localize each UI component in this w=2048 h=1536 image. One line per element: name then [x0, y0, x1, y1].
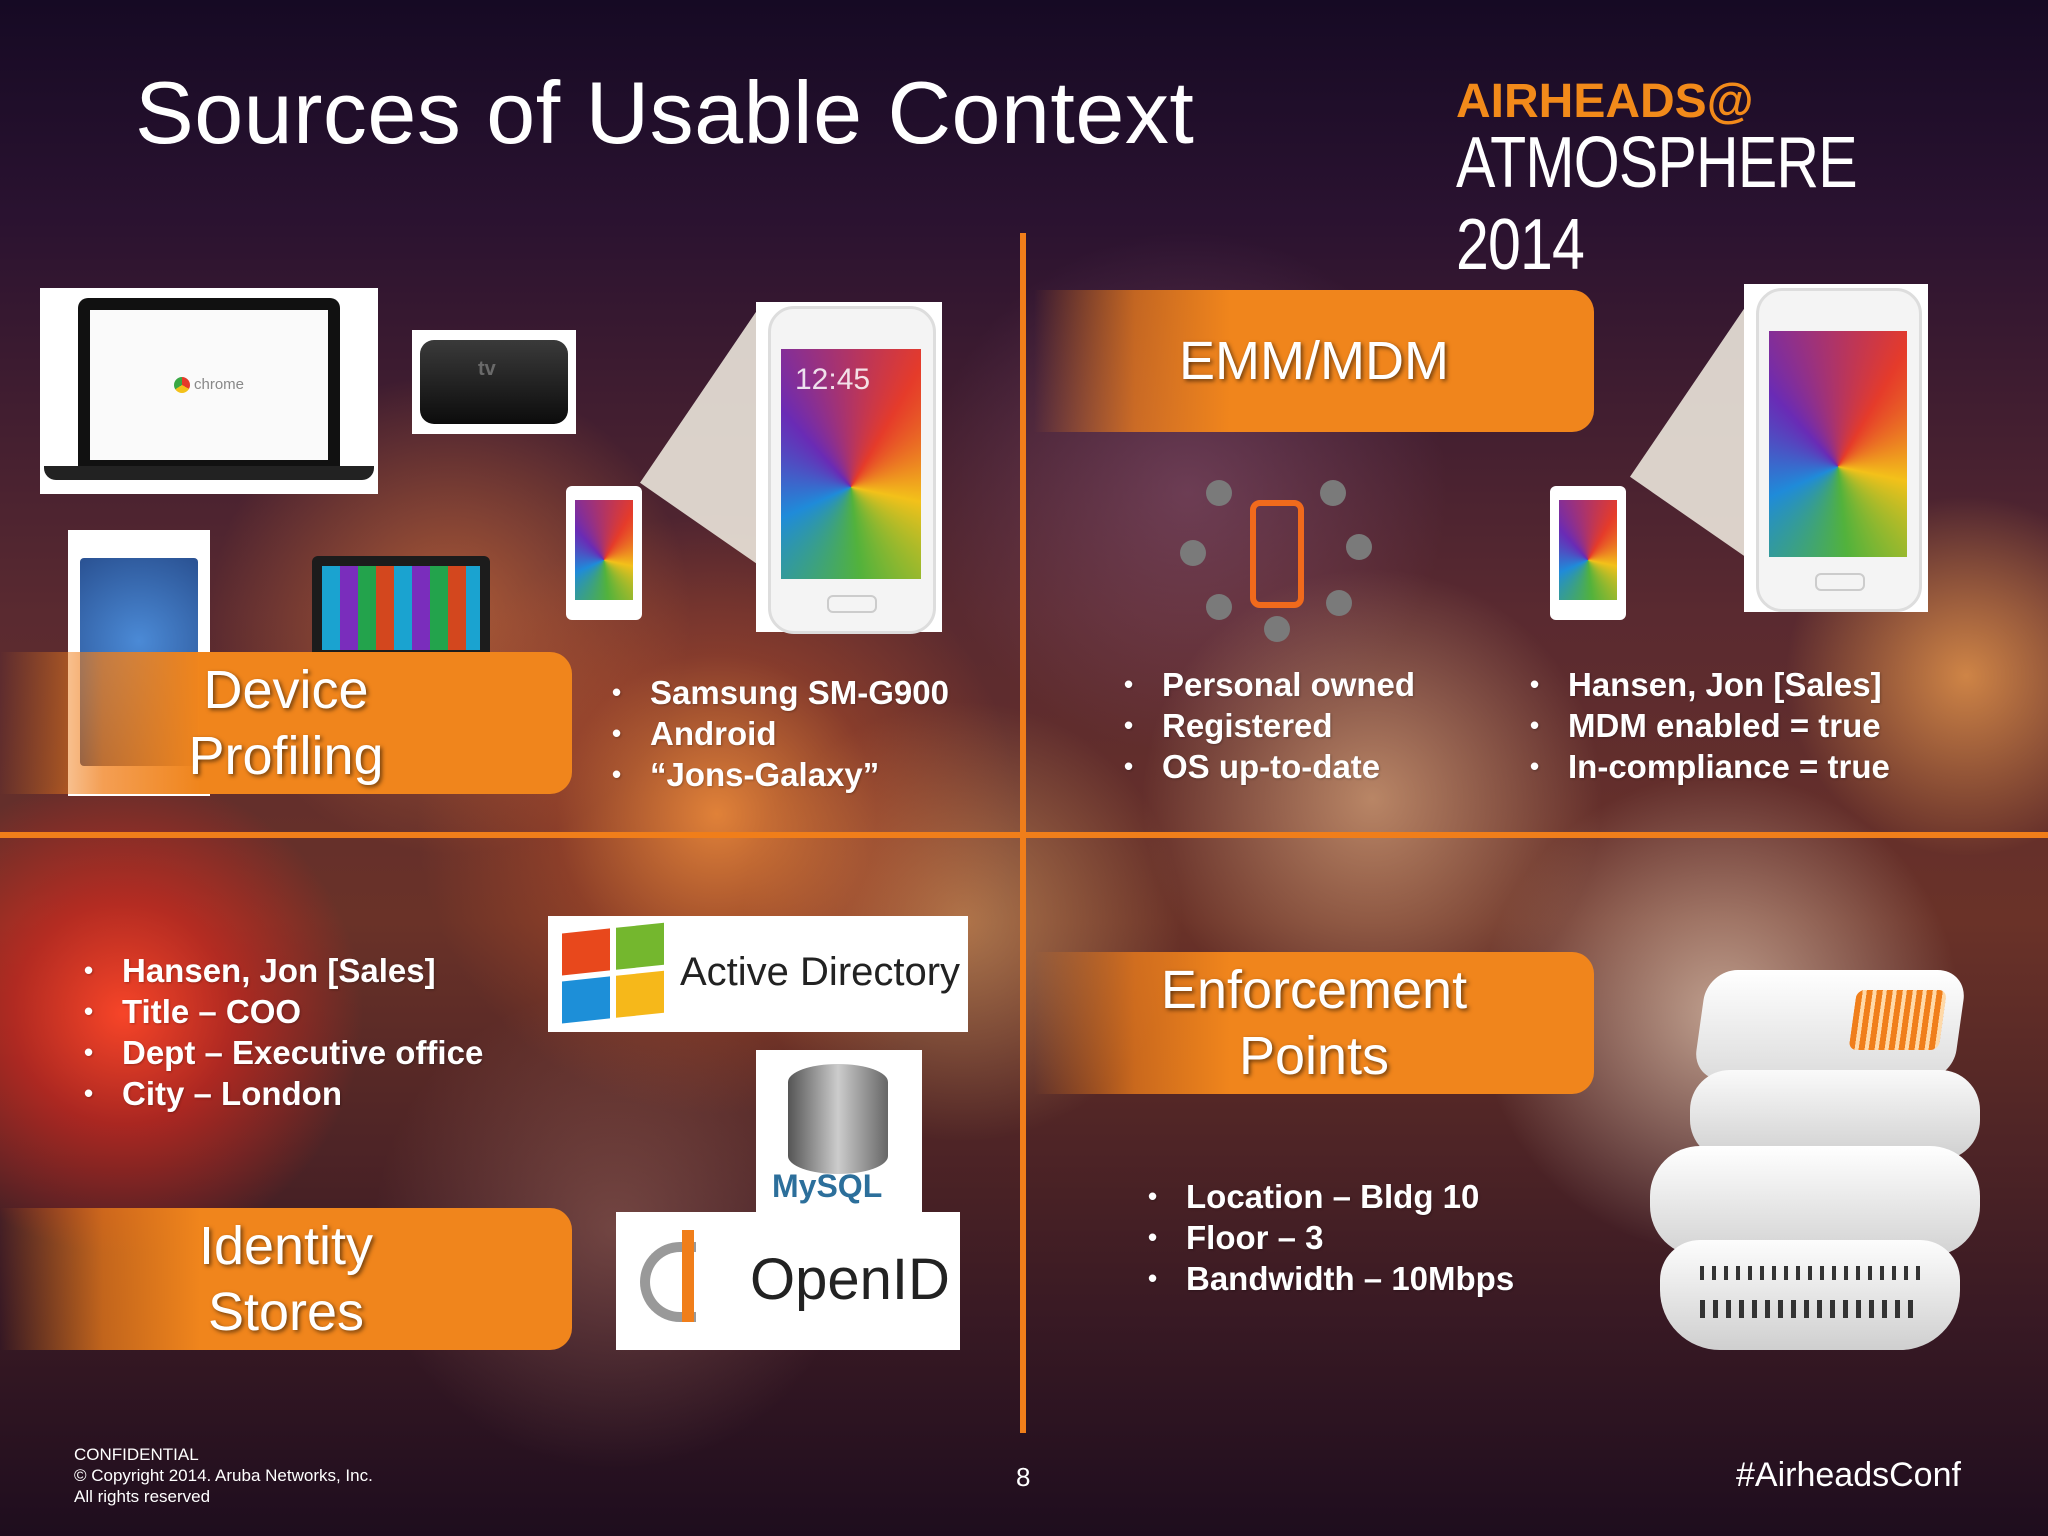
- list-item: Hansen, Jon [Sales]: [1530, 664, 1890, 705]
- chromebook-image: chrome: [40, 288, 378, 494]
- large-phone-image: 12:45: [756, 302, 942, 634]
- list-item: Bandwidth – 10Mbps: [1148, 1258, 1514, 1299]
- chrome-icon: [174, 377, 190, 393]
- enforcement-points-line2: Points: [1238, 1026, 1390, 1086]
- list-item: Location – Bldg 10: [1148, 1176, 1514, 1217]
- emm-user-bullets: Hansen, Jon [Sales] MDM enabled = true I…: [1530, 664, 1890, 787]
- list-item: Floor – 3: [1148, 1217, 1514, 1258]
- openid-logo: OpenID: [616, 1212, 960, 1350]
- device-profiling-line1: Device: [203, 660, 369, 720]
- emm-mdm-label: EMM/MDM: [1034, 290, 1594, 432]
- list-item: MDM enabled = true: [1530, 705, 1890, 746]
- identity-stores-line1: Identity: [198, 1216, 374, 1276]
- apple-tv-label: tv: [478, 358, 496, 380]
- enforcement-points-label: Enforcement Points: [1034, 952, 1594, 1094]
- rights-text: All rights reserved: [74, 1487, 211, 1506]
- list-item: City – London: [84, 1073, 483, 1114]
- airheads-logo-top: AIRHEADS@: [1456, 75, 1754, 128]
- footer-legal: CONFIDENTIAL © Copyright 2014. Aruba Net…: [74, 1444, 373, 1507]
- device-profiling-line2: Profiling: [188, 726, 384, 786]
- windows-tablet-image: [312, 556, 490, 660]
- list-item: “Jons-Galaxy”: [612, 754, 949, 795]
- hashtag-text: #AirheadsConf: [1736, 1456, 1961, 1494]
- chromebook-screen-text: chrome: [194, 376, 245, 393]
- callout-wedge-right: [1630, 300, 1750, 560]
- list-item: Hansen, Jon [Sales]: [84, 950, 483, 991]
- small-phone-image: [566, 486, 642, 620]
- list-item: Personal owned: [1124, 664, 1415, 705]
- device-profiling-bullets: Samsung SM-G900 Android “Jons-Galaxy”: [612, 672, 949, 795]
- emm-status-bullets: Personal owned Registered OS up-to-date: [1124, 664, 1415, 787]
- list-item: Title – COO: [84, 991, 483, 1032]
- list-item: In-compliance = true: [1530, 746, 1890, 787]
- active-directory-text: Active Directory: [680, 950, 961, 994]
- mdm-device-diagram: [1176, 470, 1376, 650]
- enforcement-points-line1: Enforcement: [1160, 960, 1468, 1020]
- mysql-logo: MySQL: [756, 1050, 922, 1214]
- slide-title: Sources of Usable Context: [135, 63, 1195, 162]
- copyright-text: © Copyright 2014. Aruba Networks, Inc.: [74, 1466, 373, 1485]
- identity-stores-label: Identity Stores: [0, 1208, 572, 1350]
- mysql-text: MySQL: [772, 1168, 883, 1204]
- list-item: OS up-to-date: [1124, 746, 1415, 787]
- large-phone-image-right: [1744, 284, 1928, 612]
- small-phone-image-right: [1550, 486, 1626, 620]
- emm-mdm-text: EMM/MDM: [1179, 331, 1449, 391]
- enforcement-bullets: Location – Bldg 10 Floor – 3 Bandwidth –…: [1148, 1176, 1514, 1299]
- confidential-text: CONFIDENTIAL: [74, 1445, 199, 1464]
- active-directory-logo: Active Directory: [548, 916, 968, 1032]
- identity-bullets: Hansen, Jon [Sales] Title – COO Dept – E…: [84, 950, 483, 1114]
- horizontal-divider: [0, 832, 2048, 838]
- identity-stores-line2: Stores: [207, 1282, 365, 1342]
- list-item: Dept – Executive office: [84, 1032, 483, 1073]
- page-number: 8: [1016, 1462, 1031, 1492]
- list-item: Registered: [1124, 705, 1415, 746]
- list-item: Android: [612, 713, 949, 754]
- openid-text: OpenID: [750, 1247, 950, 1312]
- openid-icon: [640, 1242, 696, 1322]
- apple-tv-image: tv: [412, 330, 576, 434]
- phone-clock: 12:45: [795, 363, 871, 396]
- access-points-image: [1630, 950, 2010, 1380]
- atmosphere-logo-bottom: ATMOSPHERE 2014: [1456, 123, 1858, 285]
- list-item: Samsung SM-G900: [612, 672, 949, 713]
- callout-wedge: [640, 306, 760, 566]
- device-profiling-label: Device Profiling: [0, 652, 572, 794]
- windows-flag-icon: [562, 922, 666, 1026]
